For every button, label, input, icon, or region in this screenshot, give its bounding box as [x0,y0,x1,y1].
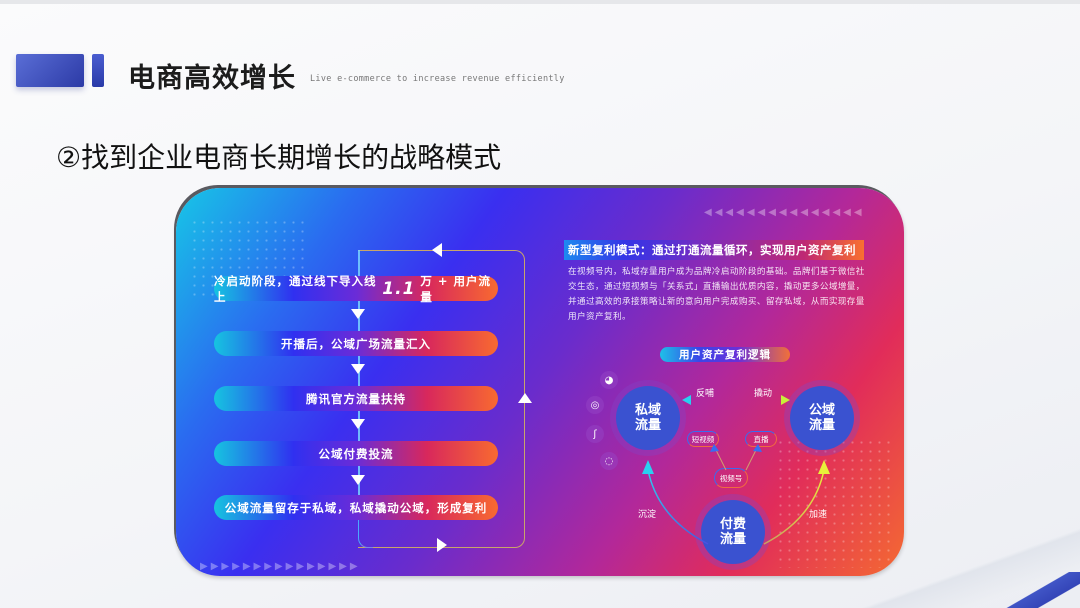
feedback-label: 反哺 [696,389,715,399]
header-decor-bar [92,54,104,87]
flow-step-3: 腾讯官方流量扶持 [214,386,498,411]
short-video-tag: 短视频 [687,431,719,447]
paid-traffic-node: 付费 流量 [701,500,765,564]
page-title: 电商高效增长 [128,63,296,94]
logic-title: 用户资产复利逻辑 [660,347,790,362]
node-label: 私域 流量 [634,403,661,433]
section-heading: ②找到企业电商长期增长的战略模式 [56,141,502,174]
flow-step-text: 万 + 用户流量 [420,273,492,304]
model-title: 新型复利模式：通过打通流量循环，实现用户资产复利 [564,240,864,260]
arrow-right-icon [437,538,447,552]
chevron-row-top: ◀◀◀◀◀◀◀◀◀◀◀◀◀◀◀ [704,207,862,218]
node-label: 公域 流量 [808,403,835,433]
arrow-down-icon [351,364,365,374]
accelerate-label: 加速 [809,510,828,520]
strategy-card: 冷启动阶段，通过线下导入线上 1.1 万 + 用户流量 开播后，公域广场流量汇入… [176,188,904,576]
flow-line [358,250,360,505]
arrow-down-icon [351,475,365,485]
chevron-row-bottom: ▶▶▶▶▶▶▶▶▶▶▶▶▶▶▶ [200,561,358,572]
model-description: 在视频号内，私域存量用户成为品牌冷启动阶段的基础。品牌们基于微信社交生态，通过短… [568,267,865,322]
flow-step-1: 冷启动阶段，通过线下导入线上 1.1 万 + 用户流量 [214,274,498,304]
bidirectional-arrow-icon [682,395,790,405]
sink-label: 沉淀 [638,510,657,520]
private-traffic-node: 私域 流量 [616,386,680,450]
arrow-up-icon [518,393,532,403]
flow-step-4: 公域付费投流 [214,441,498,466]
flow-step-highlight: 1.1 [382,278,416,299]
top-border [0,0,1080,4]
moments-icon: ◎ [586,396,604,414]
mini-program-icon: ʃ [586,425,604,443]
chat-icon: ◌ [600,452,618,470]
leverage-label: 撬动 [754,389,773,399]
loop-line-bottom-left [358,500,373,548]
arrow-left-icon [432,243,442,257]
public-traffic-node: 公域 流量 [790,386,854,450]
header-decor-block [16,54,84,87]
live-tag: 直播 [745,431,777,447]
page-subtitle-en: Live e-commerce to increase revenue effi… [310,74,565,84]
wechat-icon: ◕ [600,371,618,389]
arrow-down-icon [351,309,365,319]
flow-step-5: 公域流量留存于私域，私域撬动公域，形成复利 [214,495,498,520]
flow-step-text: 冷启动阶段，通过线下导入线上 [214,273,377,304]
node-label: 付费 流量 [719,517,746,547]
curved-arrows [642,444,830,545]
channels-tag: 视频号 [714,468,748,488]
flow-step-2: 开播后，公域广场流量汇入 [214,331,498,356]
corner-stripe-decor [1000,572,1080,608]
arrow-down-icon [351,419,365,429]
